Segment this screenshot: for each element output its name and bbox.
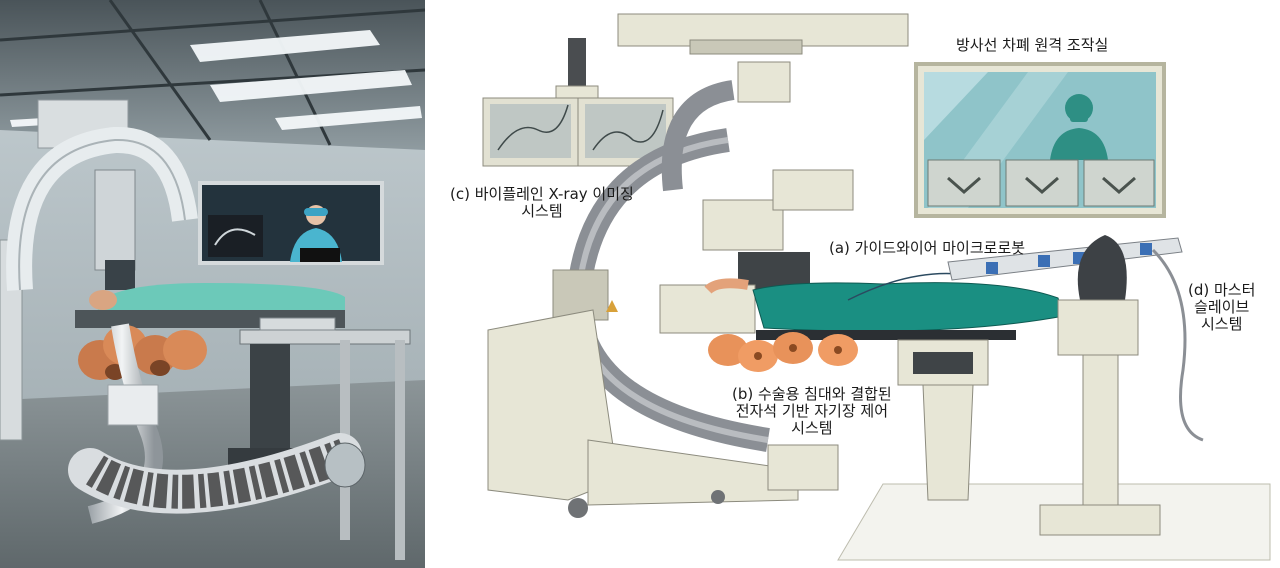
label-xray-line-1: (c) 바이플레인 X-ray 이미징 xyxy=(450,185,634,203)
xray-detector xyxy=(702,199,784,251)
label-master-slave-line-1: (d) 마스터 xyxy=(1188,281,1256,299)
master-slave-column xyxy=(1082,354,1119,506)
label-em-line-2: 전자석 기반 자기장 제어 xyxy=(735,402,889,420)
label-em-line-1: (b) 수술용 침대와 결합된 xyxy=(732,385,892,403)
label-guidewire-robot: (a) 가이드와이어 마이크로로봇 xyxy=(829,239,1026,257)
guidewire xyxy=(847,272,959,301)
label-master-slave-line-2: 슬레이브 xyxy=(1194,298,1250,316)
system-schematic: 방사선 차폐 원격 조작실 (c) 바이플레인 X-ray 이미징 시스템 (a… xyxy=(428,0,1280,568)
bed-column xyxy=(922,384,974,501)
label-control-room: 방사선 차폐 원격 조작실 xyxy=(956,36,1109,54)
label-master-slave-line-3: 시스템 xyxy=(1201,315,1243,333)
c-arm-upper xyxy=(661,80,735,192)
patient-drape xyxy=(752,282,1065,332)
label-xray-line-2: 시스템 xyxy=(521,202,563,220)
control-consoles xyxy=(927,159,1155,207)
label-em-line-3: 시스템 xyxy=(791,419,833,437)
xray-monitors xyxy=(482,97,674,167)
electromagnet-coils xyxy=(708,332,858,372)
label-electromagnet-system: (b) 수술용 침대와 결합된 전자석 기반 자기장 제어 시스템 xyxy=(732,386,892,437)
master-slave-head xyxy=(1077,235,1127,300)
operator-body xyxy=(1050,128,1108,160)
label-xray-system: (c) 바이플레인 X-ray 이미징 시스템 xyxy=(450,186,634,220)
operating-room-render xyxy=(0,0,425,568)
patient-head xyxy=(89,290,117,310)
label-master-slave: (d) 마스터 슬레이브 시스템 xyxy=(1188,282,1255,333)
operating-room-illustration xyxy=(0,0,425,568)
table-column xyxy=(250,344,290,454)
monitor-mount xyxy=(568,38,586,88)
robot-cable xyxy=(1151,248,1204,442)
system-illustration xyxy=(482,13,1271,561)
